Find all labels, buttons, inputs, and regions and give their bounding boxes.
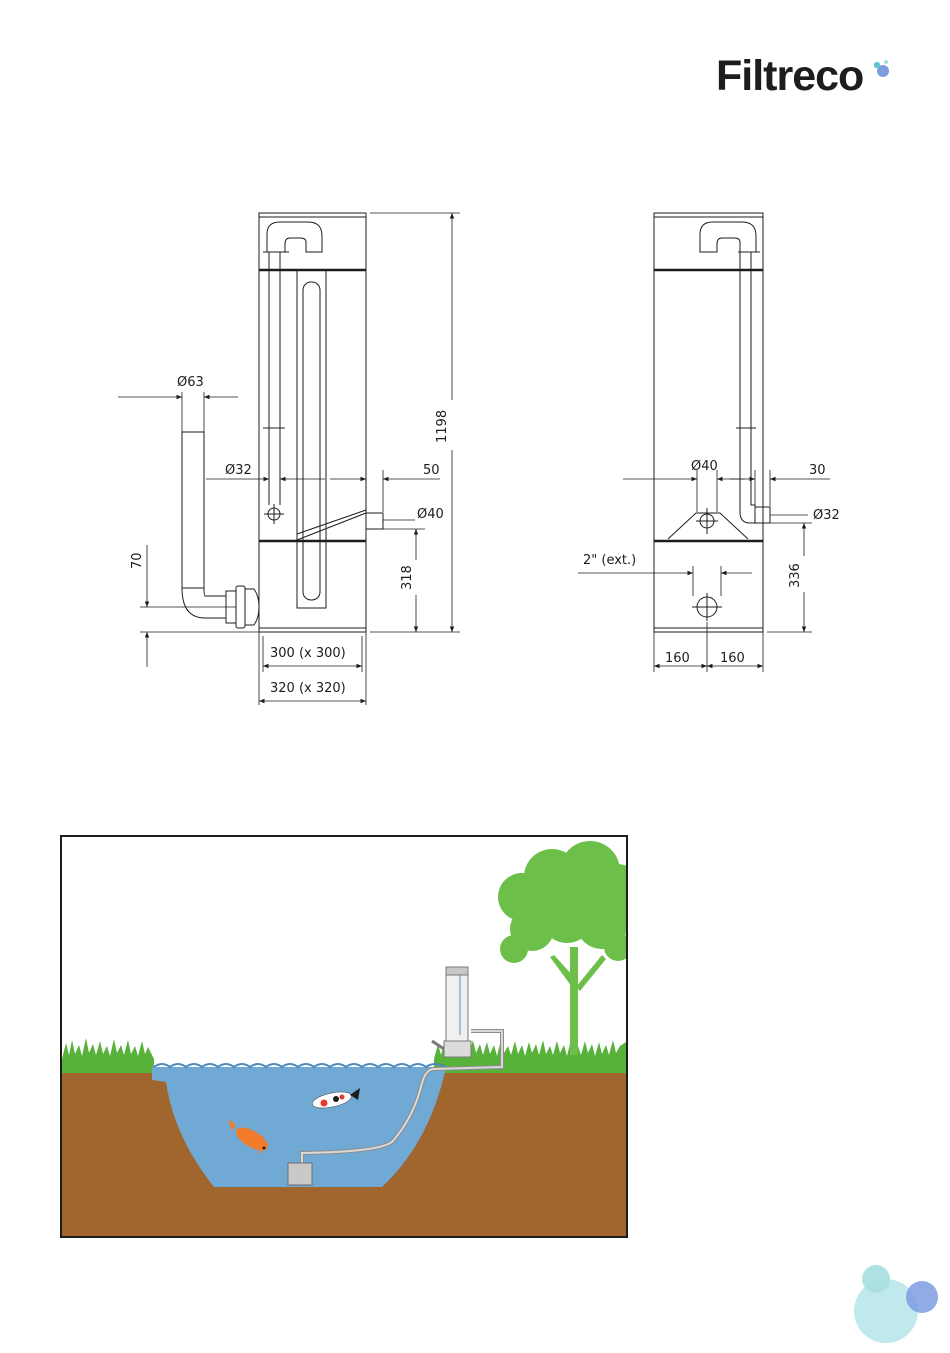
dim-side-offset: 30 [809,463,826,478]
technical-drawings: Ø63 Ø32 50 Ø40 1198 318 70 300 (x 300) 3… [0,0,950,830]
dim-inlet-dia: Ø32 [225,463,252,478]
front-view-labels: Ø63 Ø32 50 Ø40 1198 318 70 300 (x 300) 3… [130,375,450,696]
dim-outlet-dia: Ø40 [417,507,444,522]
pond-scene [62,837,626,1236]
pond-illustration [60,835,628,1238]
dim-drain-dia: Ø40 [691,459,718,474]
dim-outlet-height: 318 [400,565,415,590]
side-view-labels: Ø40 30 Ø32 2" (ext.) 336 160 160 [583,459,840,666]
dim-pipe-dia: Ø63 [177,375,204,390]
dim-outer-width: 320 (x 320) [270,681,346,696]
front-view-dimensions [118,213,460,705]
dim-inlet-height: 70 [130,552,145,569]
dim-side-inlet-dia: Ø32 [813,508,840,523]
front-view [182,213,383,632]
dim-height-total: 1198 [435,410,450,443]
dim-offset: 50 [423,463,440,478]
dim-ext-thread: 2" (ext.) [583,553,636,568]
dim-half-left: 160 [665,651,690,666]
dim-side-height: 336 [788,563,803,588]
side-view [654,213,770,632]
dim-half-right: 160 [720,651,745,666]
pump [288,1163,312,1185]
dim-inner-width: 300 (x 300) [270,646,346,661]
decorative-bubbles-icon [840,1255,950,1353]
